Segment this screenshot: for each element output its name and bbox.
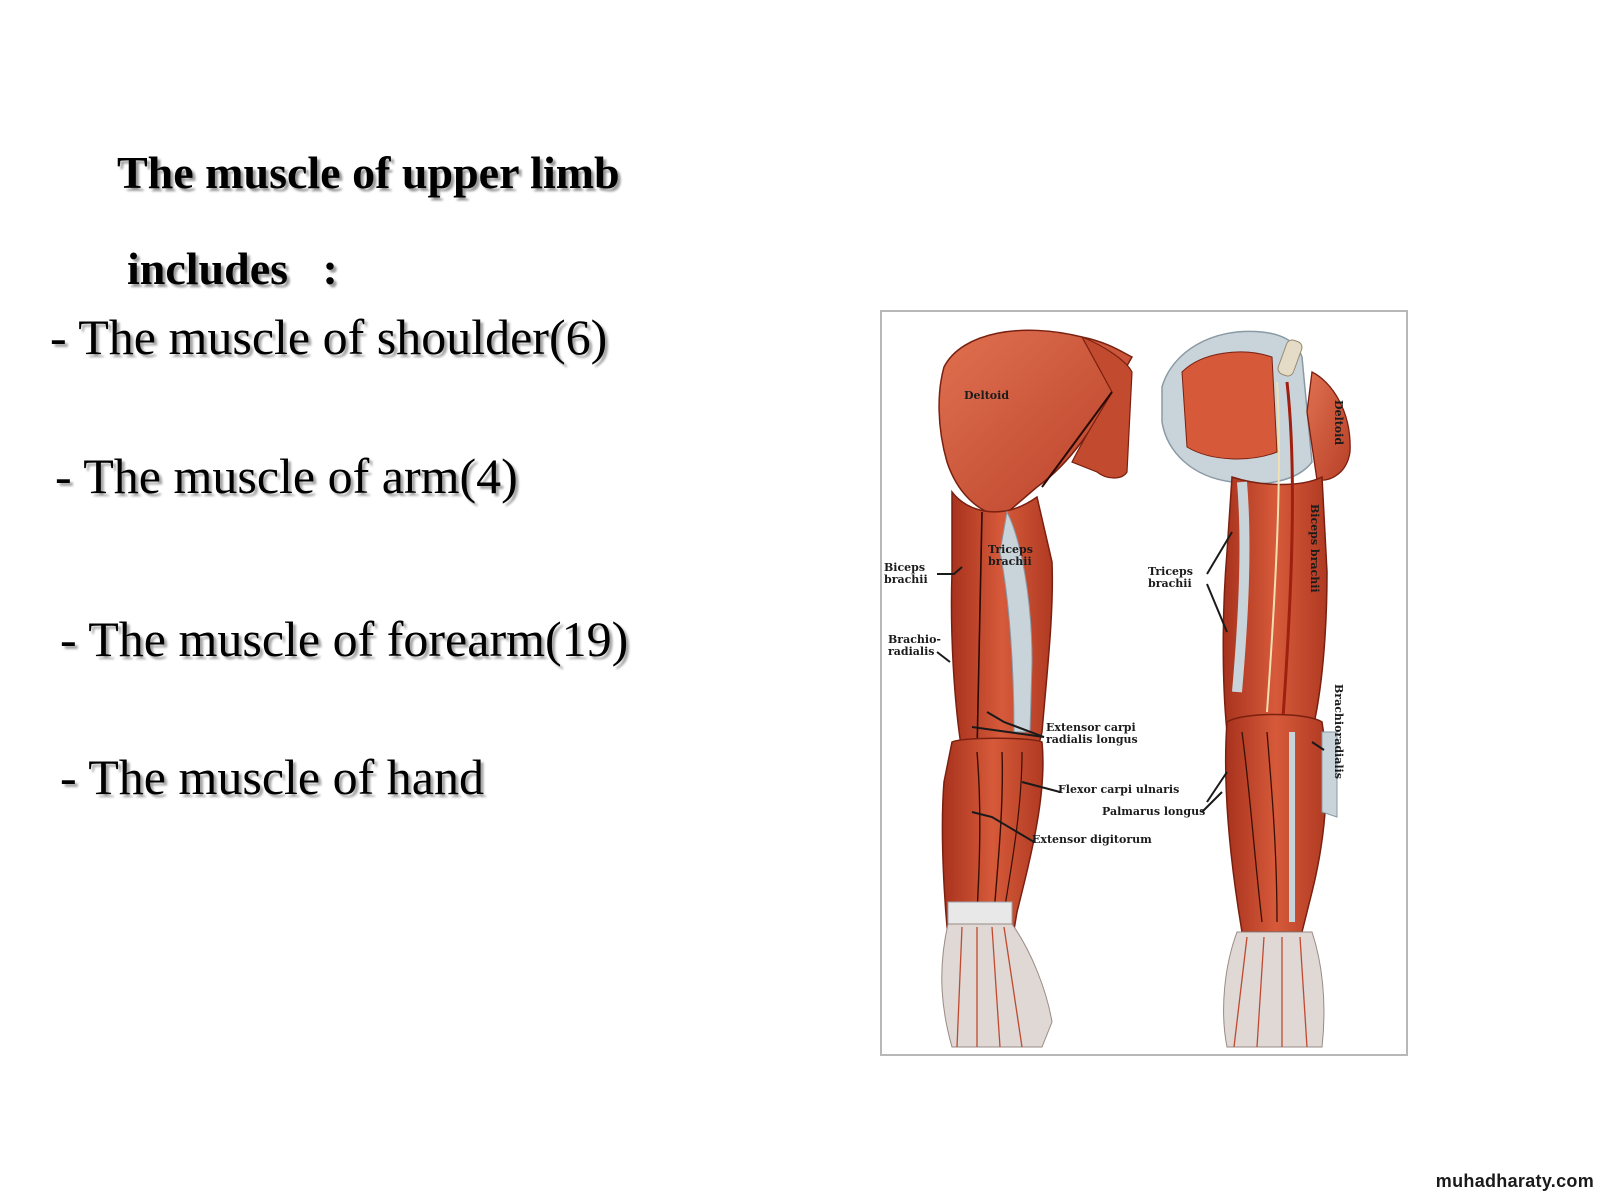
label-brachioradialis-left-2: radialis <box>888 645 935 658</box>
list-item-arm: - The muscle of arm(4) <box>55 448 518 504</box>
label-deltoid-left: Deltoid <box>964 389 1010 402</box>
label-ecrl-1: Extensor carpi <box>1046 721 1136 734</box>
label-triceps-right-2: brachii <box>1148 577 1192 590</box>
label-triceps-right-1: Triceps <box>1148 565 1193 578</box>
label-brachioradialis-right: Brachioradialis <box>1332 684 1345 779</box>
label-fcu: Flexor carpi ulnaris <box>1058 783 1180 796</box>
slide-title: The muscle of upper limb <box>117 147 620 198</box>
slide-subtitle: includes : <box>127 243 338 294</box>
label-biceps-left-2: brachii <box>884 573 928 586</box>
label-ed: Extensor digitorum <box>1032 833 1152 846</box>
arm-muscle-figure: Deltoid Deltoid Biceps brachii Triceps b… <box>880 310 1408 1056</box>
label-biceps-left-1: Biceps <box>884 561 926 574</box>
left-arm <box>938 329 1134 1048</box>
label-brachioradialis-left-1: Brachio- <box>888 633 941 646</box>
label-triceps-left-1: Triceps <box>988 543 1033 556</box>
label-pl: Palmarus longus <box>1102 805 1206 818</box>
watermark: muhadharaty.com <box>1435 1171 1594 1191</box>
arm-muscle-illustration <box>936 329 1351 1048</box>
label-deltoid-right: Deltoid <box>1332 400 1345 446</box>
list-item-hand: - The muscle of hand <box>60 749 484 805</box>
leader-lines <box>936 531 1325 843</box>
label-biceps-right: Biceps brachii <box>1308 504 1321 593</box>
list-item-forearm: - The muscle of forearm(19) <box>60 611 629 667</box>
right-arm <box>1161 330 1351 1048</box>
label-triceps-left-2: brachii <box>988 555 1032 568</box>
list-item-shoulder: - The muscle of shoulder(6) <box>50 309 608 365</box>
label-ecrl-2: radialis longus <box>1046 733 1138 746</box>
